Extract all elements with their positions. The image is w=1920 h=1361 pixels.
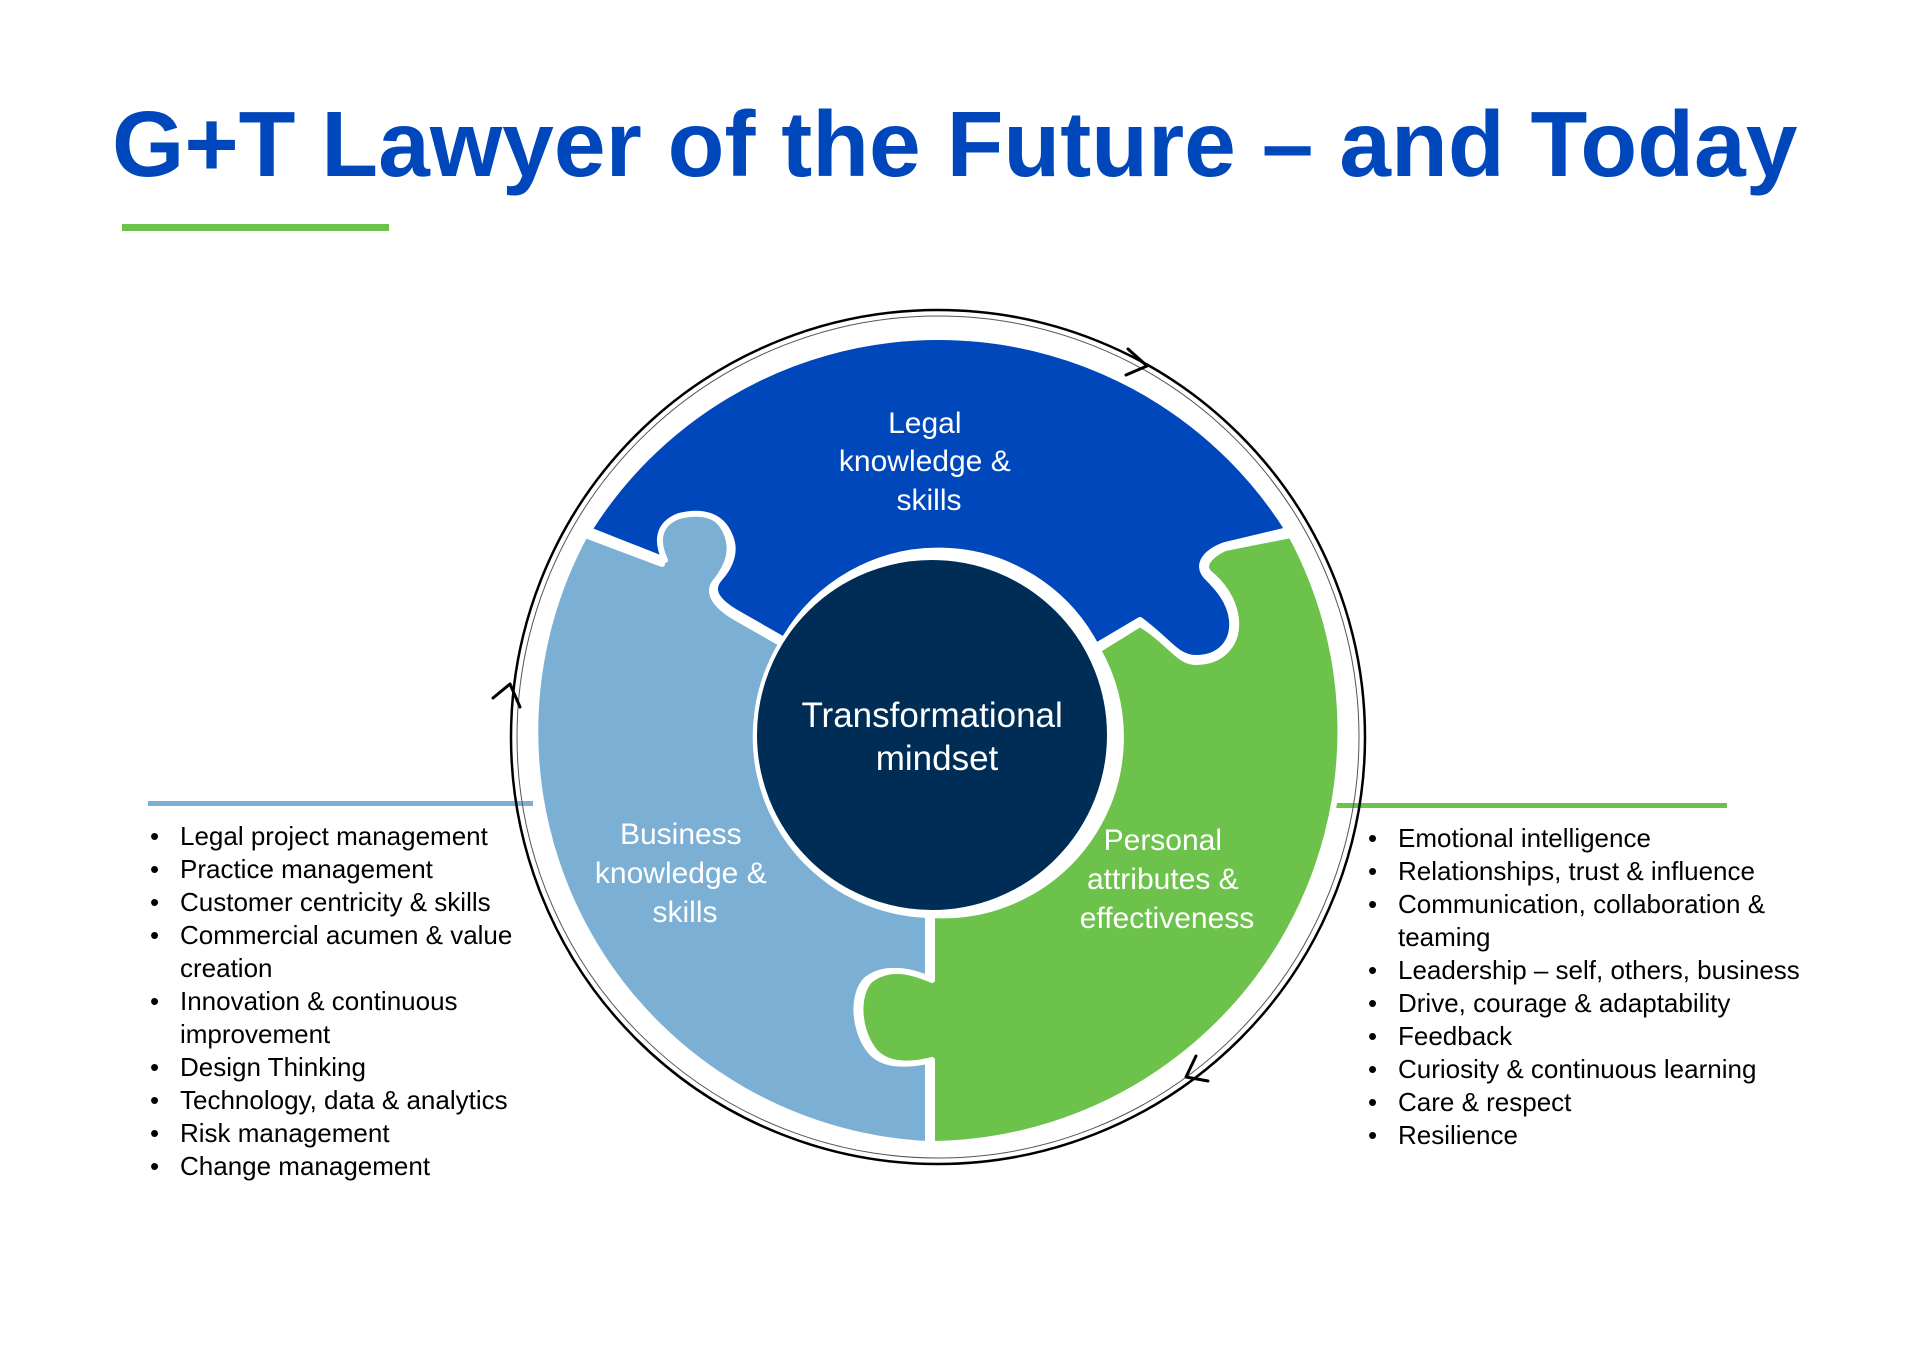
outer-ring bbox=[509, 308, 1367, 1166]
legal-puzzle-piece bbox=[586, 334, 1291, 661]
list-item: Commercial acumen & value creation bbox=[150, 919, 550, 985]
list-item: Drive, courage & adaptability bbox=[1368, 987, 1838, 1020]
title-underline bbox=[122, 224, 389, 231]
list-item: Technology, data & analytics bbox=[150, 1084, 550, 1117]
ring-arrow-bottom-icon bbox=[1184, 1054, 1210, 1083]
list-item: Practice management bbox=[150, 853, 550, 886]
list-item: Innovation & continuous improvement bbox=[150, 985, 550, 1051]
list-item: Risk management bbox=[150, 1117, 550, 1150]
list-item: Relationships, trust & influence bbox=[1368, 855, 1838, 888]
business-piece-label: Business knowledge & skills bbox=[595, 818, 775, 929]
page-title: G+T Lawyer of the Future – and Today bbox=[112, 92, 1798, 196]
center-circle bbox=[753, 556, 1111, 914]
business-skills-list: Legal project managementPractice managem… bbox=[150, 820, 550, 1183]
list-item: Feedback bbox=[1368, 1020, 1838, 1053]
list-item: Legal project management bbox=[150, 820, 550, 853]
outer-ring-inner bbox=[516, 315, 1360, 1159]
ring-arrow-left-icon bbox=[491, 682, 522, 709]
list-item: Communication, collaboration & teaming bbox=[1368, 888, 1838, 954]
left-list-rule bbox=[148, 801, 533, 806]
list-item: Emotional intelligence bbox=[1368, 822, 1838, 855]
list-item: Customer centricity & skills bbox=[150, 886, 550, 919]
center-label: Transformational mindset bbox=[801, 696, 1072, 778]
list-item: Change management bbox=[150, 1150, 550, 1183]
list-item: Curiosity & continuous learning bbox=[1368, 1053, 1838, 1086]
list-item: Leadership – self, others, business bbox=[1368, 954, 1838, 987]
list-item: Care & respect bbox=[1368, 1086, 1838, 1119]
list-item: Design Thinking bbox=[150, 1051, 550, 1084]
list-item: Resilience bbox=[1368, 1119, 1838, 1152]
right-list-rule bbox=[1330, 803, 1727, 808]
personal-attributes-list: Emotional intelligenceRelationships, tru… bbox=[1368, 822, 1838, 1152]
legal-piece-label: Legal knowledge & skills bbox=[839, 407, 1019, 517]
personal-puzzle-piece bbox=[857, 532, 1344, 1147]
personal-piece-label: Personal attributes & effectiveness bbox=[1080, 824, 1255, 935]
ring-arrow-top-icon bbox=[1124, 347, 1149, 377]
